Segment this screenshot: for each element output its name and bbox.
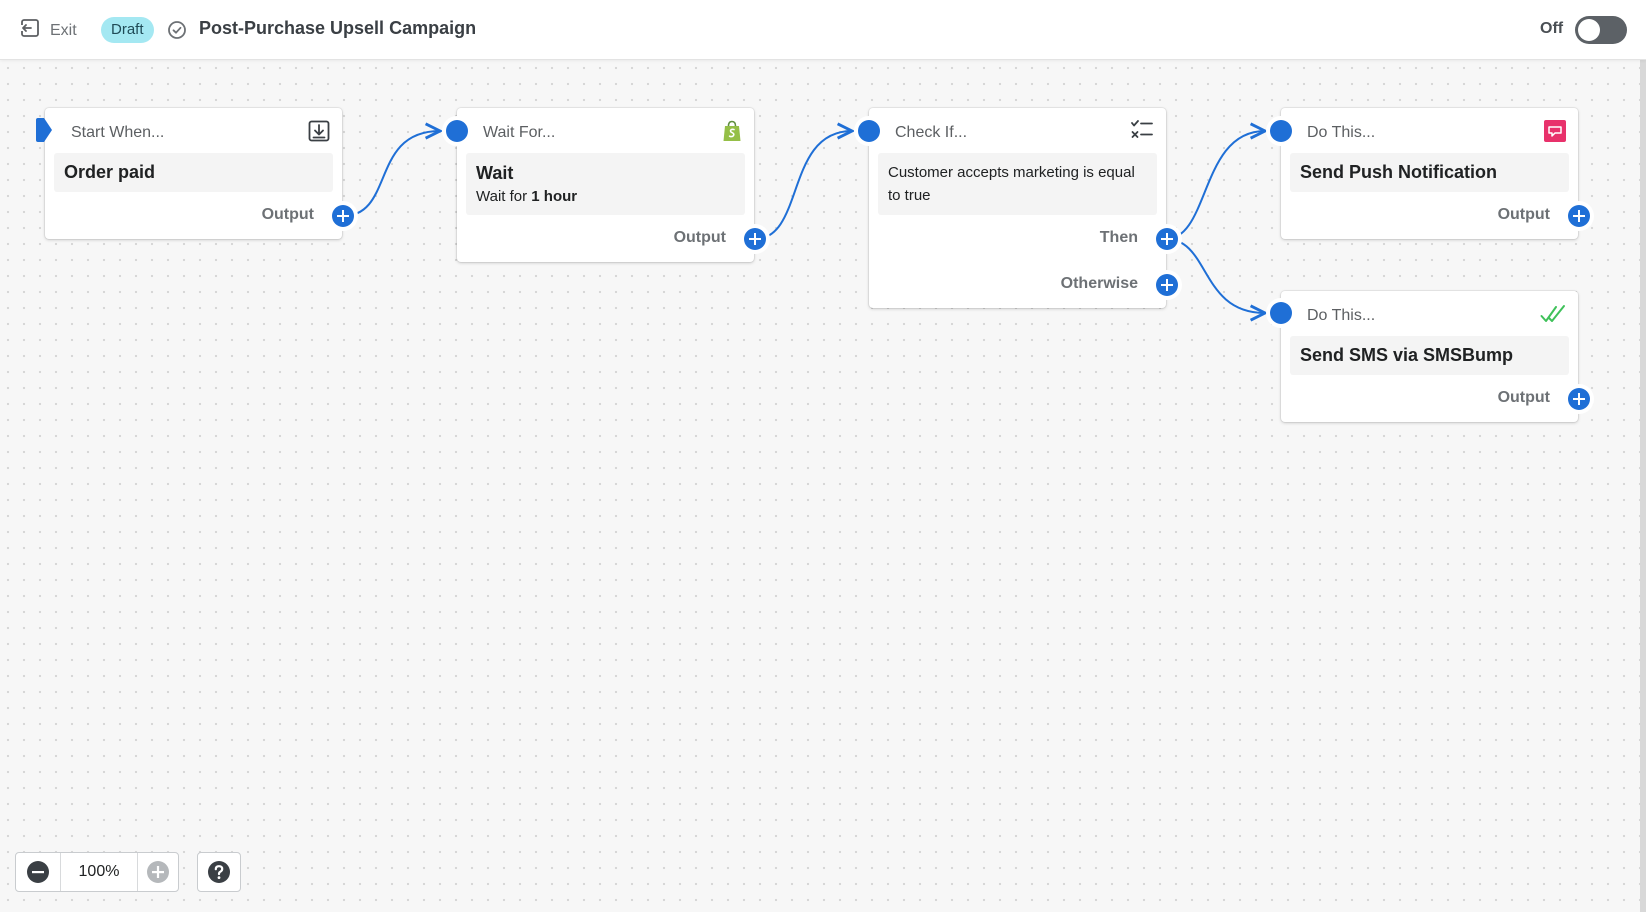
node-body: Send SMS via SMSBump [1290,336,1569,375]
condition-node[interactable]: Check If... Customer accepts marketing i… [869,108,1166,308]
otherwise-add-button[interactable] [1156,274,1178,296]
sms-input-port[interactable] [1270,302,1292,324]
node-body: Send Push Notification [1290,153,1569,192]
start-flag-icon [36,118,52,142]
help-button[interactable] [197,852,241,892]
zoom-level: 100% [60,853,138,891]
checklist-icon [1130,120,1154,145]
minus-icon [27,861,49,883]
push-notification-icon [1544,120,1566,147]
push-title: Send Push Notification [1300,162,1498,182]
trigger-title: Order paid [64,162,156,182]
zoom-out-button[interactable] [16,853,60,891]
condition-input-port[interactable] [858,120,880,142]
toggle-knob [1578,19,1600,41]
exit-label: Exit [50,21,77,39]
wait-output-add-button[interactable] [744,228,766,250]
port-output-label: Output [1497,389,1550,406]
node-heading: Do This... [1307,124,1376,141]
toggle-label: Off [1540,20,1564,37]
port-then-label: Then [1099,229,1138,246]
wait-detail-prefix: Wait for [476,188,528,205]
wait-node[interactable]: Wait For... Wait Wait for 1 hour Output [457,108,754,262]
then-add-button[interactable] [1156,228,1178,250]
exit-icon [20,18,40,43]
port-output-label: Output [1497,206,1550,223]
zoom-in-button[interactable] [136,853,180,891]
node-body: Wait Wait for 1 hour [466,153,745,215]
page-title: Post-Purchase Upsell Campaign [199,18,477,38]
double-check-icon [1540,303,1566,330]
port-otherwise-label: Otherwise [1060,275,1138,292]
node-body: Customer accepts marketing is equal to t… [878,153,1157,215]
plus-icon [147,861,169,883]
top-bar: Exit Draft Post-Purchase Upsell Campaign… [0,0,1646,60]
status-badge: Draft [101,17,154,43]
node-body: Order paid [54,153,333,192]
port-output-label: Output [673,229,726,246]
push-action-node[interactable]: Do This... Send Push Notification Output [1281,108,1578,239]
node-heading: Wait For... [483,124,556,141]
check-circle-icon [167,20,187,45]
scrollbar[interactable] [1640,59,1646,912]
port-output-label: Output [261,206,314,223]
trigger-output-add-button[interactable] [332,205,354,227]
push-input-port[interactable] [1270,120,1292,142]
shopify-bag-icon [722,120,742,147]
wait-duration: 1 hour [531,188,578,205]
workflow-toggle[interactable] [1575,16,1627,44]
wait-title: Wait [476,163,514,183]
wait-detail: Wait for 1 hour [476,188,735,205]
wait-input-port[interactable] [446,120,468,142]
zoom-control: 100% [15,852,179,892]
node-heading: Do This... [1307,307,1376,324]
trigger-node[interactable]: Start When... Order paid Output [45,108,342,239]
workflow-canvas[interactable] [0,60,1640,912]
download-icon [308,120,330,147]
node-heading: Start When... [71,124,165,141]
question-icon [208,861,230,883]
node-heading: Check If... [895,124,968,141]
sms-action-node[interactable]: Do This... Send SMS via SMSBump Output [1281,291,1578,422]
sms-title: Send SMS via SMSBump [1300,345,1514,365]
push-output-add-button[interactable] [1568,205,1590,227]
exit-button[interactable]: Exit [20,18,77,43]
condition-text: Customer accepts marketing is equal to t… [888,164,1135,204]
sms-output-add-button[interactable] [1568,388,1590,410]
